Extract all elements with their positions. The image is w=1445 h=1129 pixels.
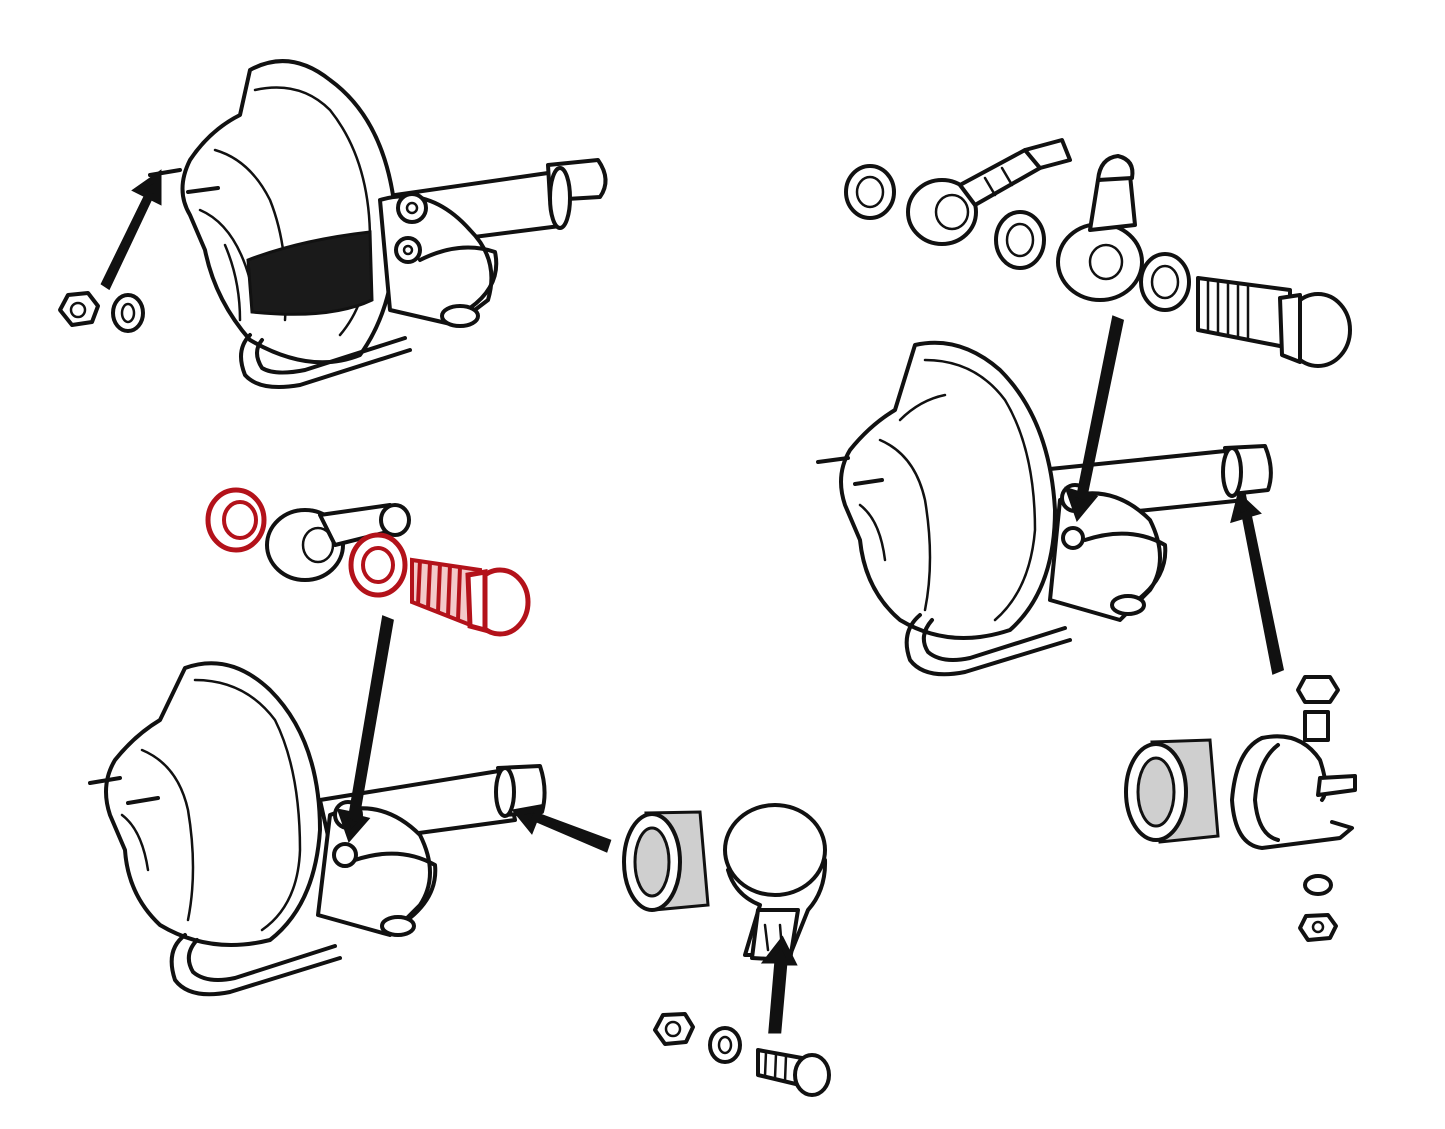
servo-studs-bottom-left <box>88 776 160 805</box>
banjo-union-right-2 <box>1056 154 1144 302</box>
spring-washer-top-left <box>111 293 145 333</box>
banjo-bolt-right <box>1196 276 1352 368</box>
spring-washer-right <box>1303 874 1333 896</box>
servo-assembly-right <box>816 138 1357 942</box>
clamp-strap-right <box>1230 734 1357 850</box>
sealing-washer-right-3 <box>1139 252 1191 312</box>
arrow-right-lower <box>1230 491 1285 675</box>
servo-bracket-right <box>1048 483 1168 622</box>
sealing-washer-right-1 <box>844 164 896 220</box>
servo-bracket-top-left <box>378 192 499 328</box>
servo-studs-right <box>816 456 884 486</box>
servo-body-bottom-left <box>104 661 322 947</box>
servo-assembly-top-left <box>58 59 608 389</box>
banjo-bolt <box>410 557 531 637</box>
servo-pipe-top-left <box>239 333 412 389</box>
arrow-top-left <box>100 169 162 291</box>
arrow-bottom-left-horizontal <box>511 803 612 853</box>
servo-pipe-right <box>904 613 1072 677</box>
servo-body-top-left <box>180 59 398 365</box>
bolt-bottom-left <box>756 1048 831 1097</box>
rubber-bush-bottom-left <box>622 810 710 912</box>
banjo-union-bottom-left <box>265 503 411 582</box>
nut-bottom-left <box>653 1012 695 1046</box>
spring-washer-bottom-left <box>708 1026 742 1064</box>
sealing-washer-inner <box>348 532 408 598</box>
servo-assembly-bottom-left <box>88 487 831 1097</box>
sealing-washer-right-2 <box>994 210 1046 270</box>
banjo-union-right-1 <box>906 138 1072 246</box>
clamp-strap-bottom-left <box>723 803 828 962</box>
nut-right <box>1298 913 1338 942</box>
servo-body-right <box>839 340 1057 640</box>
sealing-washer-outer <box>205 487 267 553</box>
nut-top-left <box>58 291 100 327</box>
arrow-right-upper <box>1064 315 1125 523</box>
rubber-bush-right <box>1124 738 1220 844</box>
arrow-bottom-clamp <box>760 935 798 1034</box>
bolt-right-clamp <box>1296 675 1340 742</box>
arrow-bottom-left-vertical <box>336 615 394 843</box>
servo-pipe-bottom-left <box>169 933 342 997</box>
